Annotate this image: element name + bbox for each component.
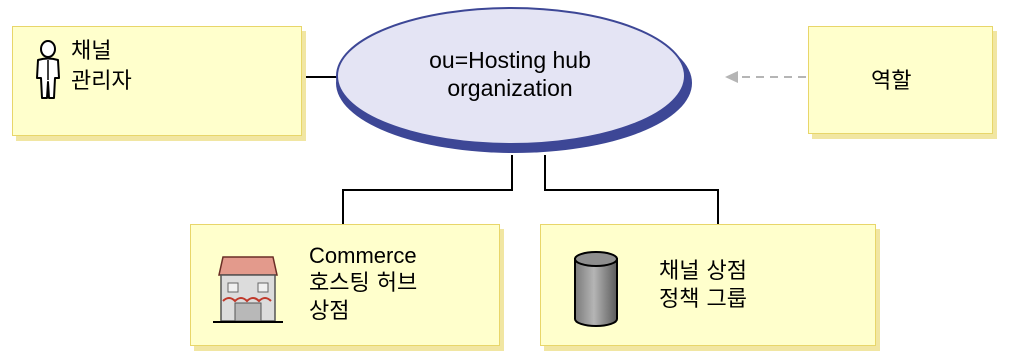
store-building-icon bbox=[213, 256, 283, 323]
policy-connector bbox=[544, 155, 719, 224]
roles-label: 역할 bbox=[871, 69, 912, 94]
channel-admin-label-line1: 채널 bbox=[71, 39, 112, 64]
hub-ellipse bbox=[336, 7, 686, 145]
store-label-line1: Commerce bbox=[309, 243, 417, 268]
policy-group-box: 채널 상점 정책 그룹 bbox=[540, 224, 876, 346]
store-connector bbox=[342, 155, 513, 224]
channel-admin-box: 채널 관리자 bbox=[12, 26, 302, 136]
store-label-line2: 호스팅 허브 bbox=[309, 271, 418, 296]
policy-group-label-line2: 정책 그룹 bbox=[659, 287, 747, 312]
store-label-line3: 상점 bbox=[309, 299, 350, 324]
roles-arrowhead bbox=[725, 71, 738, 83]
hosting-hub-store-box: Commerce 호스팅 허브 상점 bbox=[190, 224, 500, 346]
hub-label-line2: organization bbox=[447, 75, 573, 101]
database-cylinder-icon bbox=[574, 251, 618, 327]
policy-group-label-line1: 채널 상점 bbox=[659, 259, 747, 284]
hub-label-line1: ou=Hosting hub bbox=[429, 47, 591, 73]
hub-label: ou=Hosting hub organization bbox=[345, 46, 675, 102]
person-icon bbox=[36, 40, 60, 99]
roles-box: 역할 bbox=[808, 26, 993, 134]
channel-admin-label-line2: 관리자 bbox=[71, 69, 132, 94]
